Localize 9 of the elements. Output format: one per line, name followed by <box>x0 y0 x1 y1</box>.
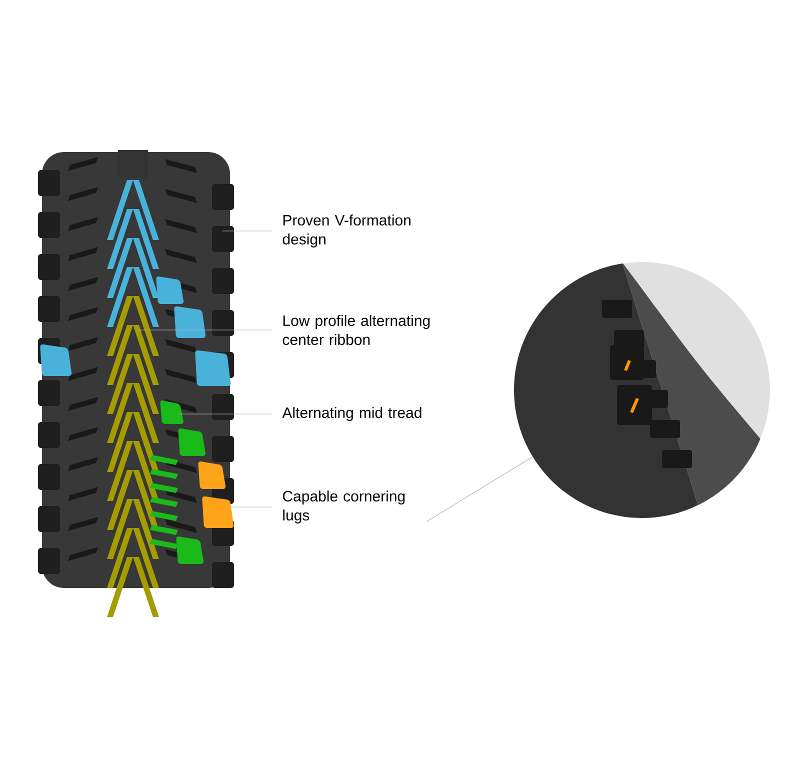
leader-line <box>230 506 272 508</box>
leader-line <box>222 230 272 232</box>
callout-text: Proven V-formation design <box>282 214 410 248</box>
callout-text: Capable cornering lugs <box>282 490 405 524</box>
leader-line <box>426 456 533 522</box>
tire-drawing <box>38 150 234 617</box>
callout-text: Low profile alternating center ribbon <box>282 315 430 345</box>
tire-closeup-drawing <box>514 262 770 518</box>
callout-text: Alternating mid tread <box>282 407 422 421</box>
